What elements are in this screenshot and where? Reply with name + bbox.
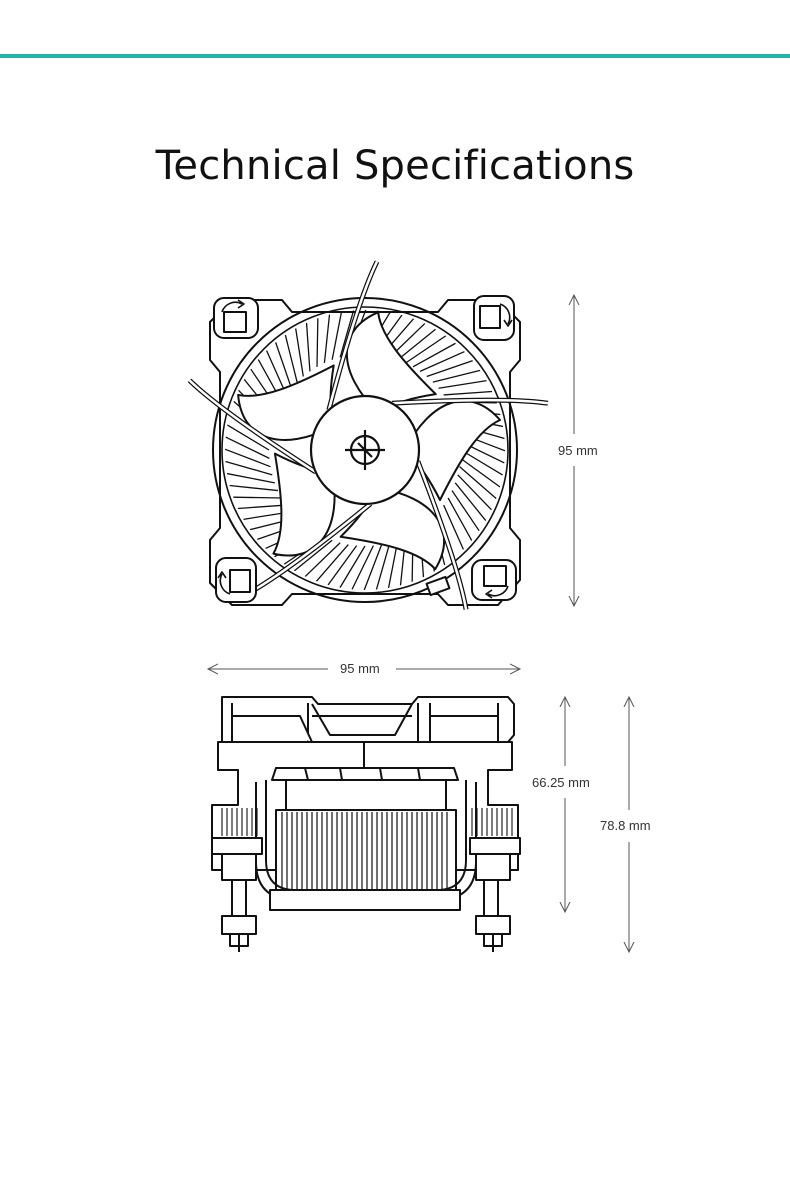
mounting-clip xyxy=(473,295,515,341)
fan-height-label: 95 mm xyxy=(558,443,598,458)
fan-top-view xyxy=(187,260,549,610)
page-title: Technical Specifications xyxy=(155,143,635,189)
heatsink-side-view xyxy=(211,696,521,952)
mounting-clip xyxy=(215,557,257,603)
fin-height-label: 66.25 mm xyxy=(532,775,590,790)
rotate-arrow-icon xyxy=(485,585,509,599)
rotate-arrow-icon xyxy=(499,303,513,327)
accent-bar xyxy=(0,54,790,58)
rotate-arrow-icon xyxy=(221,299,245,313)
rotate-arrow-icon xyxy=(217,571,231,595)
brand-logo-icon xyxy=(345,430,385,470)
mounting-clip xyxy=(213,297,259,339)
mounting-clip xyxy=(471,559,517,601)
fan-width-label: 95 mm xyxy=(340,661,380,676)
total-height-label: 78.8 mm xyxy=(600,818,651,833)
